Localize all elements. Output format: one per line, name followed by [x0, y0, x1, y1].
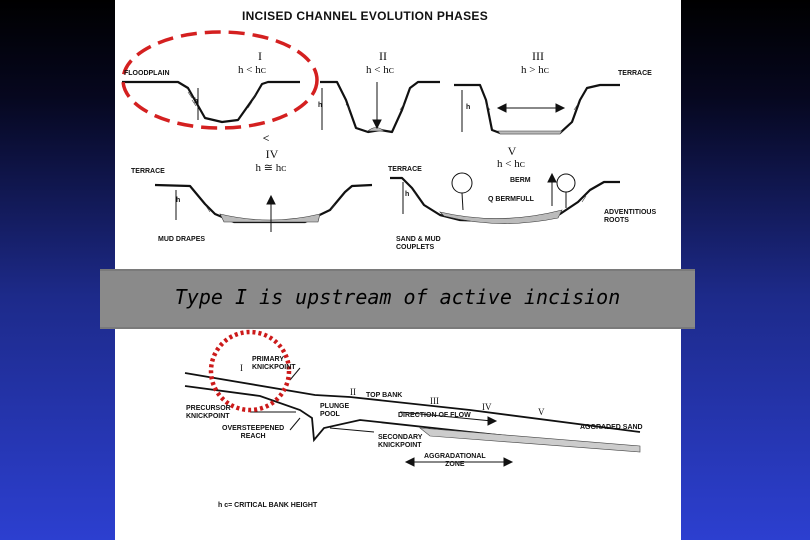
phase-2-bed-mound: [368, 128, 384, 132]
label-top-bank: TOP BANK: [366, 392, 402, 400]
label-sand-mud-couplets: SAND & MUD COUPLETS: [396, 236, 441, 252]
label-direction-of-flow: DIRECTION OF FLOW: [398, 412, 471, 420]
label-terrace-3: TERRACE: [618, 70, 652, 78]
tree-left-icon: [452, 173, 472, 193]
phase-2-numeral: II: [353, 50, 413, 63]
label-oversteepened-reach: OVERSTEEPENED REACH: [222, 425, 284, 441]
profile-numeral-1: I: [240, 363, 243, 373]
profile-numeral-4: IV: [482, 402, 492, 412]
label-h-1: h: [194, 98, 198, 106]
phase-3-condition: h > hᴄ: [500, 64, 570, 77]
label-critical-bank-height: h ᴄ= CRITICAL BANK HEIGHT: [218, 502, 317, 510]
phase-3-bed: [498, 131, 562, 134]
phase-4-mud-drapes: [220, 214, 320, 222]
label-adventitious-roots: ADVENTITIOUS ROOTS: [604, 209, 656, 225]
phase-3-numeral: III: [508, 50, 568, 63]
label-berm: BERM: [510, 177, 531, 185]
label-floodplain: FLOODPLAIN: [124, 70, 170, 78]
label-q-bermfull: Q BERMFULL: [488, 196, 534, 204]
profile-top-bank: [185, 373, 640, 432]
label-plunge-pool: PLUNGE POOL: [320, 403, 349, 419]
phase-4-condition: h ≅ hᴄ: [236, 162, 306, 175]
phase-2-channel: [320, 82, 440, 132]
phase-4-numeral: IV: [242, 148, 302, 161]
phase-1-numeral: I: [230, 50, 290, 63]
label-h-5: h: [405, 191, 409, 199]
phase-4-channel: [155, 185, 372, 222]
phase-1-highlight-ellipse: [123, 32, 317, 128]
label-h-3: h: [466, 104, 470, 112]
tree-right-icon: [557, 174, 575, 192]
phase-1-channel: [122, 82, 300, 122]
profile-numeral-2: II: [350, 387, 356, 397]
phase-1-condition: h < hᴄ: [217, 64, 287, 77]
phase-5-sediment: [440, 210, 562, 224]
phase-5-numeral: V: [482, 145, 542, 158]
label-precursor-knickpoint: PRECURSOR KNICKPOINT: [186, 405, 231, 421]
phase-4-arrow-mark: <: [236, 132, 296, 145]
label-primary-knickpoint: PRIMARY KNICKPOINT: [252, 356, 296, 372]
caption-banner: Type I is upstream of active incision: [100, 269, 695, 329]
label-mud-drapes: MUD DRAPES: [158, 236, 205, 244]
label-terrace-4: TERRACE: [131, 168, 165, 176]
label-h-2: h: [318, 102, 322, 110]
label-secondary-knickpoint: SECONDARY KNICKPOINT: [378, 434, 422, 450]
label-aggradational-zone: AGGRADATIONAL ZONE: [424, 453, 486, 469]
phase-5-condition: h < hᴄ: [476, 158, 546, 171]
caption-text: Type I is upstream of active incision: [100, 285, 695, 309]
label-terrace-5: TERRACE: [388, 166, 422, 174]
profile-numeral-3: III: [430, 396, 439, 406]
profile-numeral-5: V: [538, 407, 545, 417]
phase-2-condition: h < hᴄ: [345, 64, 415, 77]
label-h-4: h: [176, 197, 180, 205]
label-aggraded-sand: AGGRADED SAND: [580, 424, 643, 432]
phase-3-channel: [454, 85, 620, 133]
